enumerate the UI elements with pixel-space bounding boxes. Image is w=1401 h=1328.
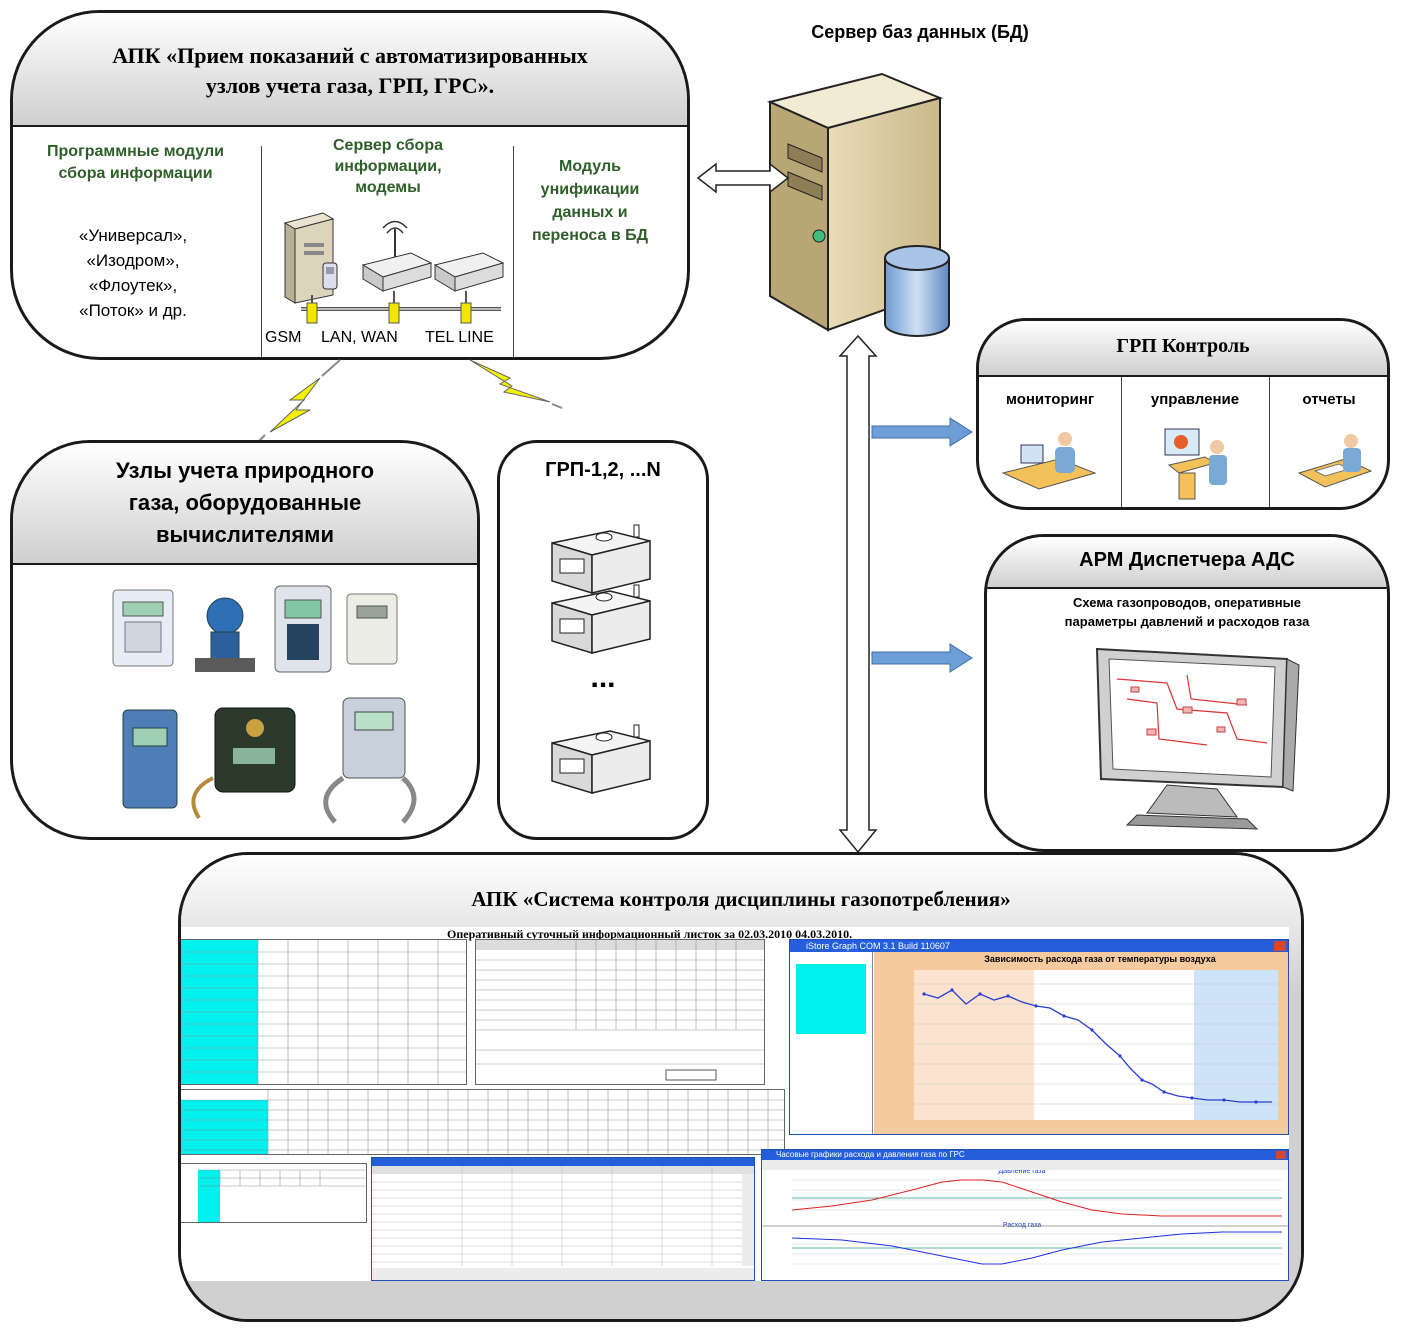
grp-cabinet-icon [551,724,651,795]
temperature-flow-window-title: iStore Graph COM 3.1 Build 110607 [790,940,1288,952]
divider [1269,377,1270,507]
apk-collection-title-line1: АПК «Прием показаний с автоматизированны… [112,43,588,68]
arm-title: АРМ Диспетчера АДС [1079,549,1295,571]
col2-heading-line3: модемы [355,179,421,196]
meters-title-line1: Узлы учета природного [115,458,375,483]
apk-collection-title-line2: узлов учета газа, ГРП, ГРС». [205,73,495,98]
channel-gsm: GSM [265,329,302,346]
meters-title-line2: газа, оборудованные [128,490,362,515]
temperature-flow-window: iStore Graph COM 3.1 Build 110607 Зависи… [789,939,1289,1135]
divider [513,146,514,357]
double-arrow-db-bottom [838,334,878,854]
arrow-to-arm [871,643,973,673]
col3-heading-line1: Модуль [559,158,621,175]
grp-ellipsis: ... [590,661,616,694]
module-item: «Поток» и др. [79,301,187,320]
gas-meters-header: Узлы учета природного газа, оборудованны… [13,443,477,565]
meters-title-line3: вычислителями [156,522,334,547]
grp-small-table [181,1163,367,1223]
apk-discipline-panel: АПК «Система контроля дисциплины газопот… [178,852,1304,1322]
report-writing-icon [1297,434,1373,488]
pressure-flow-window-title: Часовые графики расхода и давления газа … [762,1150,1288,1160]
db-server-title: Сервер баз данных (БД) [811,22,1029,42]
arm-header: АРМ Диспетчера АДС [987,537,1387,589]
close-icon[interactable] [1276,1151,1286,1159]
lightning-bolt-icon [269,377,321,433]
col2-heading-line2: информации, [334,158,442,175]
tree-panel [790,952,873,1134]
channel-tel-line: TEL LINE [425,329,494,346]
collection-server-modems-illustration [283,212,505,324]
col1-heading-line2: сбора информации [58,165,213,182]
grp-control-title: ГРП Контроль [1116,335,1250,357]
arrow-to-grp-control [871,417,973,447]
col2-heading-line1: Сервер сбора [333,137,443,154]
grp-control-panel: ГРП Контроль мониторинг управление отчет… [976,318,1390,510]
sheet-title: Оперативный суточный информационный лист… [447,927,853,941]
apk-collection-header: АПК «Прием показаний с автоматизированны… [13,13,687,127]
col3-heading-line3: данных и [552,204,628,221]
grp-cabinets-illustration [551,524,651,795]
db-server-illustration [766,72,950,337]
hourly-data-window [371,1157,755,1281]
col3-heading-line2: унификации [540,181,640,198]
apk-discipline-title: АПК «Система контроля дисциплины газопот… [471,887,1011,911]
grp-list-panel: ГРП-1,2, ...N ... [497,440,709,840]
flow-computers-photos [112,585,417,824]
module-item: «Изодром», [86,251,180,270]
grp-list-title: ГРП-1,2, ...N [545,459,661,481]
presentation-board-icon [1164,428,1227,500]
channel-lan-wan: LAN, WAN [321,329,398,346]
pressure-flow-window: Часовые графики расхода и давления газа … [761,1149,1289,1281]
module-list: «Универсал», «Изодром», «Флоутек», «Пото… [23,223,243,323]
screenshots-collage: Оперативный суточный информационный лист… [181,927,1289,1281]
close-icon[interactable] [1274,941,1286,951]
divider [1121,377,1122,507]
flow-chart-heading: Расход газа [1002,1222,1042,1229]
arm-dispatcher-panel: АРМ Диспетчера АДС Схема газопроводов, о… [984,534,1390,852]
lightning-bolt-icon [469,359,551,403]
grp-cabinet-icon [551,584,651,655]
grp-control-col-reports: отчеты [1302,391,1356,408]
pressure-chart-heading: Давление газа [998,1168,1046,1175]
daily-sheet-table [181,939,467,1085]
divider [261,146,262,357]
grp-cabinet-icon [551,524,651,595]
dispatcher-monitor-illustration [1095,647,1300,830]
arm-subtitle-line1: Схема газопроводов, оперативные [1073,595,1301,610]
hourly-parameters-table [181,1089,785,1155]
col3-heading-line4: переноса в БД [531,227,649,244]
double-arrow-apk-db [696,162,790,194]
operator-at-computer-icon [1001,432,1097,490]
gas-meters-panel: Узлы учета природного газа, оборудованны… [10,440,480,840]
col1-heading-line1: Программные модули [47,143,224,160]
temperature-flow-chart-heading: Зависимость расхода газа от температуры … [984,954,1216,964]
apk-collection-panel: АПК «Прием показаний с автоматизированны… [10,10,690,360]
arm-subtitle-line2: параметры давлений и расходов газа [1064,614,1310,629]
boiler-table [475,939,765,1085]
module-item: «Флоутек», [88,276,178,295]
grp-control-col-monitoring: мониторинг [1005,391,1095,408]
module-item: «Универсал», [78,226,188,245]
grp-control-header: ГРП Контроль [979,321,1387,377]
grp-control-col-management: управление [1150,391,1240,408]
